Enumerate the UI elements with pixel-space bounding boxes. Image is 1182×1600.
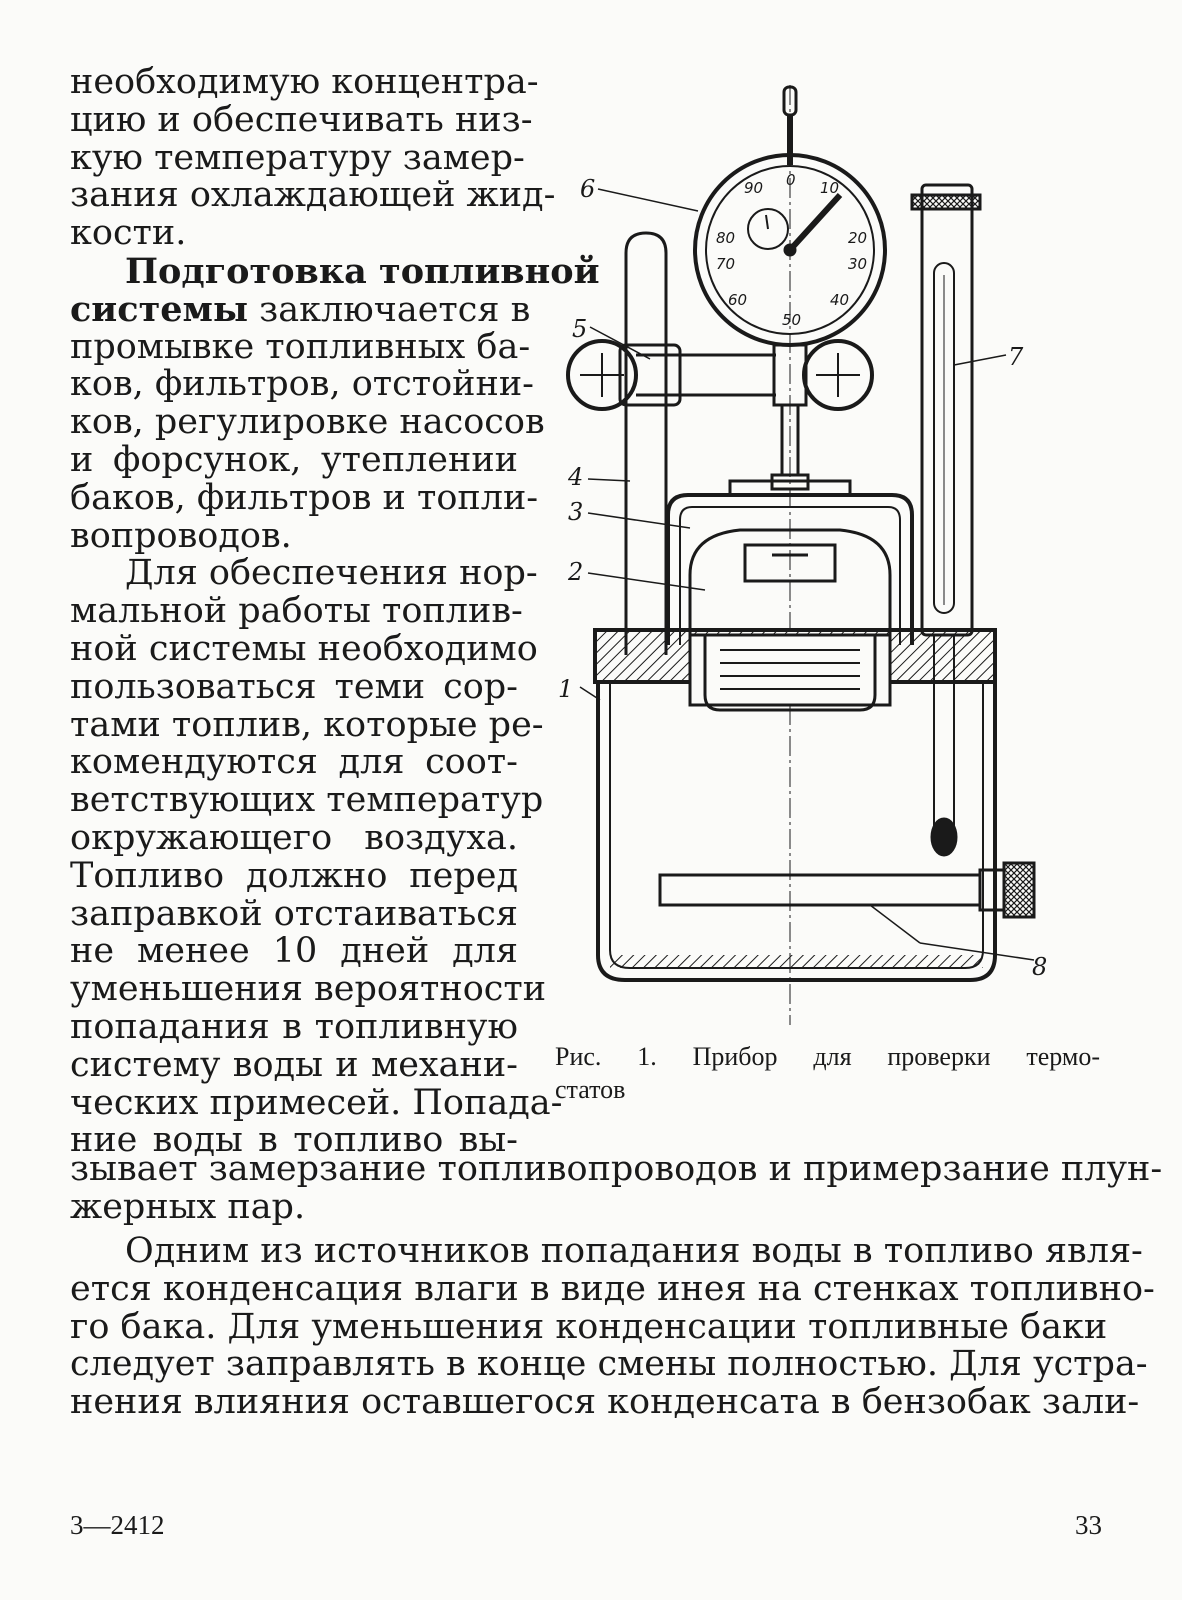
text-line: ветствующих температур xyxy=(70,780,544,821)
dial-number: 90 xyxy=(744,179,763,197)
caption-line: Рис. 1. Прибор для проверки термо- xyxy=(555,1042,1100,1071)
text-line: окружающего воздуха. xyxy=(70,817,518,858)
text-line: зания охлаждающей жид- xyxy=(70,175,556,216)
text-line: не менее 10 дней для xyxy=(70,931,518,972)
page-number: 33 xyxy=(1075,1510,1102,1540)
text-line: ков, регулировке насосов xyxy=(70,402,545,443)
figure-label-8: 8 xyxy=(1032,953,1047,981)
text-line: зывает замерзание топливопроводов и прим… xyxy=(70,1149,1163,1189)
thermostat-housing xyxy=(666,479,914,645)
section-heading: Подготовка топливной xyxy=(70,253,600,291)
text-line: цию и обеспечивать низ- xyxy=(70,99,533,140)
text-line: ков, фильтров, отстойни- xyxy=(70,364,534,405)
figure-label-4: 4 xyxy=(567,463,583,491)
text-line: комендуются для соот- xyxy=(70,742,518,783)
text-line: заправкой отстаиваться xyxy=(70,893,518,934)
text-line: ние воды в топливо вы- xyxy=(70,1120,518,1161)
text-line: баков, фильтров и топли- xyxy=(70,477,539,518)
vessel xyxy=(596,682,997,982)
figure-caption: Рис. 1. Прибор для проверки термо- стато… xyxy=(555,1040,1100,1106)
text-line: Для обеспечения нор- xyxy=(125,553,538,594)
text-line: ной системы необходимо xyxy=(70,628,538,669)
figure-label-1: 1 xyxy=(558,675,573,703)
text-line: го бака. Для уменьшения конденсации топл… xyxy=(70,1306,1108,1347)
heading-bold: Подготовка топливной xyxy=(125,250,600,292)
text-line: нения влияния оставшегося конденсата в б… xyxy=(70,1382,1140,1423)
crossbar xyxy=(566,339,874,411)
text-line: кую температуру замер- xyxy=(70,137,525,178)
dial-number: 10 xyxy=(820,179,839,197)
text-line: систему воды и механи- xyxy=(70,1044,518,1085)
figure-thermostat-tester: 0 10 20 30 40 50 60 70 80 90 xyxy=(540,75,1047,1035)
text-line: необходимую концентра- xyxy=(70,62,539,102)
dial-number: 60 xyxy=(728,291,747,309)
figure-label-5: 5 xyxy=(572,315,587,343)
dial-gauge xyxy=(693,153,887,347)
text-line: и форсунок, утеплении xyxy=(70,439,518,480)
text-line: ется конденсация влаги в виде инея на ст… xyxy=(70,1268,1155,1309)
text-line: Топливо должно перед xyxy=(70,855,518,896)
printer-signature: 3—2412 xyxy=(70,1510,165,1540)
text-line: пользоваться теми сор- xyxy=(70,666,518,707)
text-line: промывке топливных ба- xyxy=(70,326,531,367)
text-line: жерных пар. xyxy=(70,1186,306,1227)
figure-drawing: 0 10 20 30 40 50 60 70 80 90 xyxy=(558,85,1047,1025)
dial-number: 0 xyxy=(786,171,796,189)
text-line: вопроводов. xyxy=(70,515,292,556)
leader-lines xyxy=(579,188,1035,961)
figure-label-7: 7 xyxy=(1008,343,1024,371)
left-column: необходимую концентра- цию и обеспечиват… xyxy=(70,62,600,1161)
caption-line: статов xyxy=(555,1075,626,1104)
text-line: Одним из источников попадания воды в топ… xyxy=(125,1231,1143,1271)
dial-number: 40 xyxy=(830,291,849,309)
figure-label-6: 6 xyxy=(580,175,595,203)
text-line: ческих примесей. Попада- xyxy=(70,1082,563,1123)
text-line: системы заключается в xyxy=(70,288,530,330)
heater-rod xyxy=(658,861,1036,919)
text-line: попадания в топливную xyxy=(70,1006,518,1047)
text-line: мальной работы топлив- xyxy=(70,591,523,632)
base-plate xyxy=(593,628,997,712)
full-width-paragraph: Одним из источников попадания воды в топ… xyxy=(70,1231,1155,1423)
text-line: тами топлив, которые ре- xyxy=(70,704,544,745)
text-line: кости. xyxy=(70,213,187,254)
figure-label-3: 3 xyxy=(568,498,583,526)
dial-number: 80 xyxy=(716,229,735,247)
text-line: уменьшения вероятности xyxy=(70,969,547,1010)
heading-bold: системы xyxy=(70,288,249,330)
text-run: заключается в xyxy=(248,289,531,330)
full-width-text: зывает замерзание топливопроводов и прим… xyxy=(70,1149,1163,1227)
thermometer xyxy=(910,183,982,857)
stand-rod xyxy=(624,231,668,655)
dial-number: 50 xyxy=(782,311,801,329)
figure-label-2: 2 xyxy=(567,558,583,586)
dial-number: 20 xyxy=(848,229,867,247)
dial-number: 70 xyxy=(716,255,735,273)
text-line: следует заправлять в конце смены полност… xyxy=(70,1344,1148,1385)
dial-number: 30 xyxy=(848,255,867,273)
